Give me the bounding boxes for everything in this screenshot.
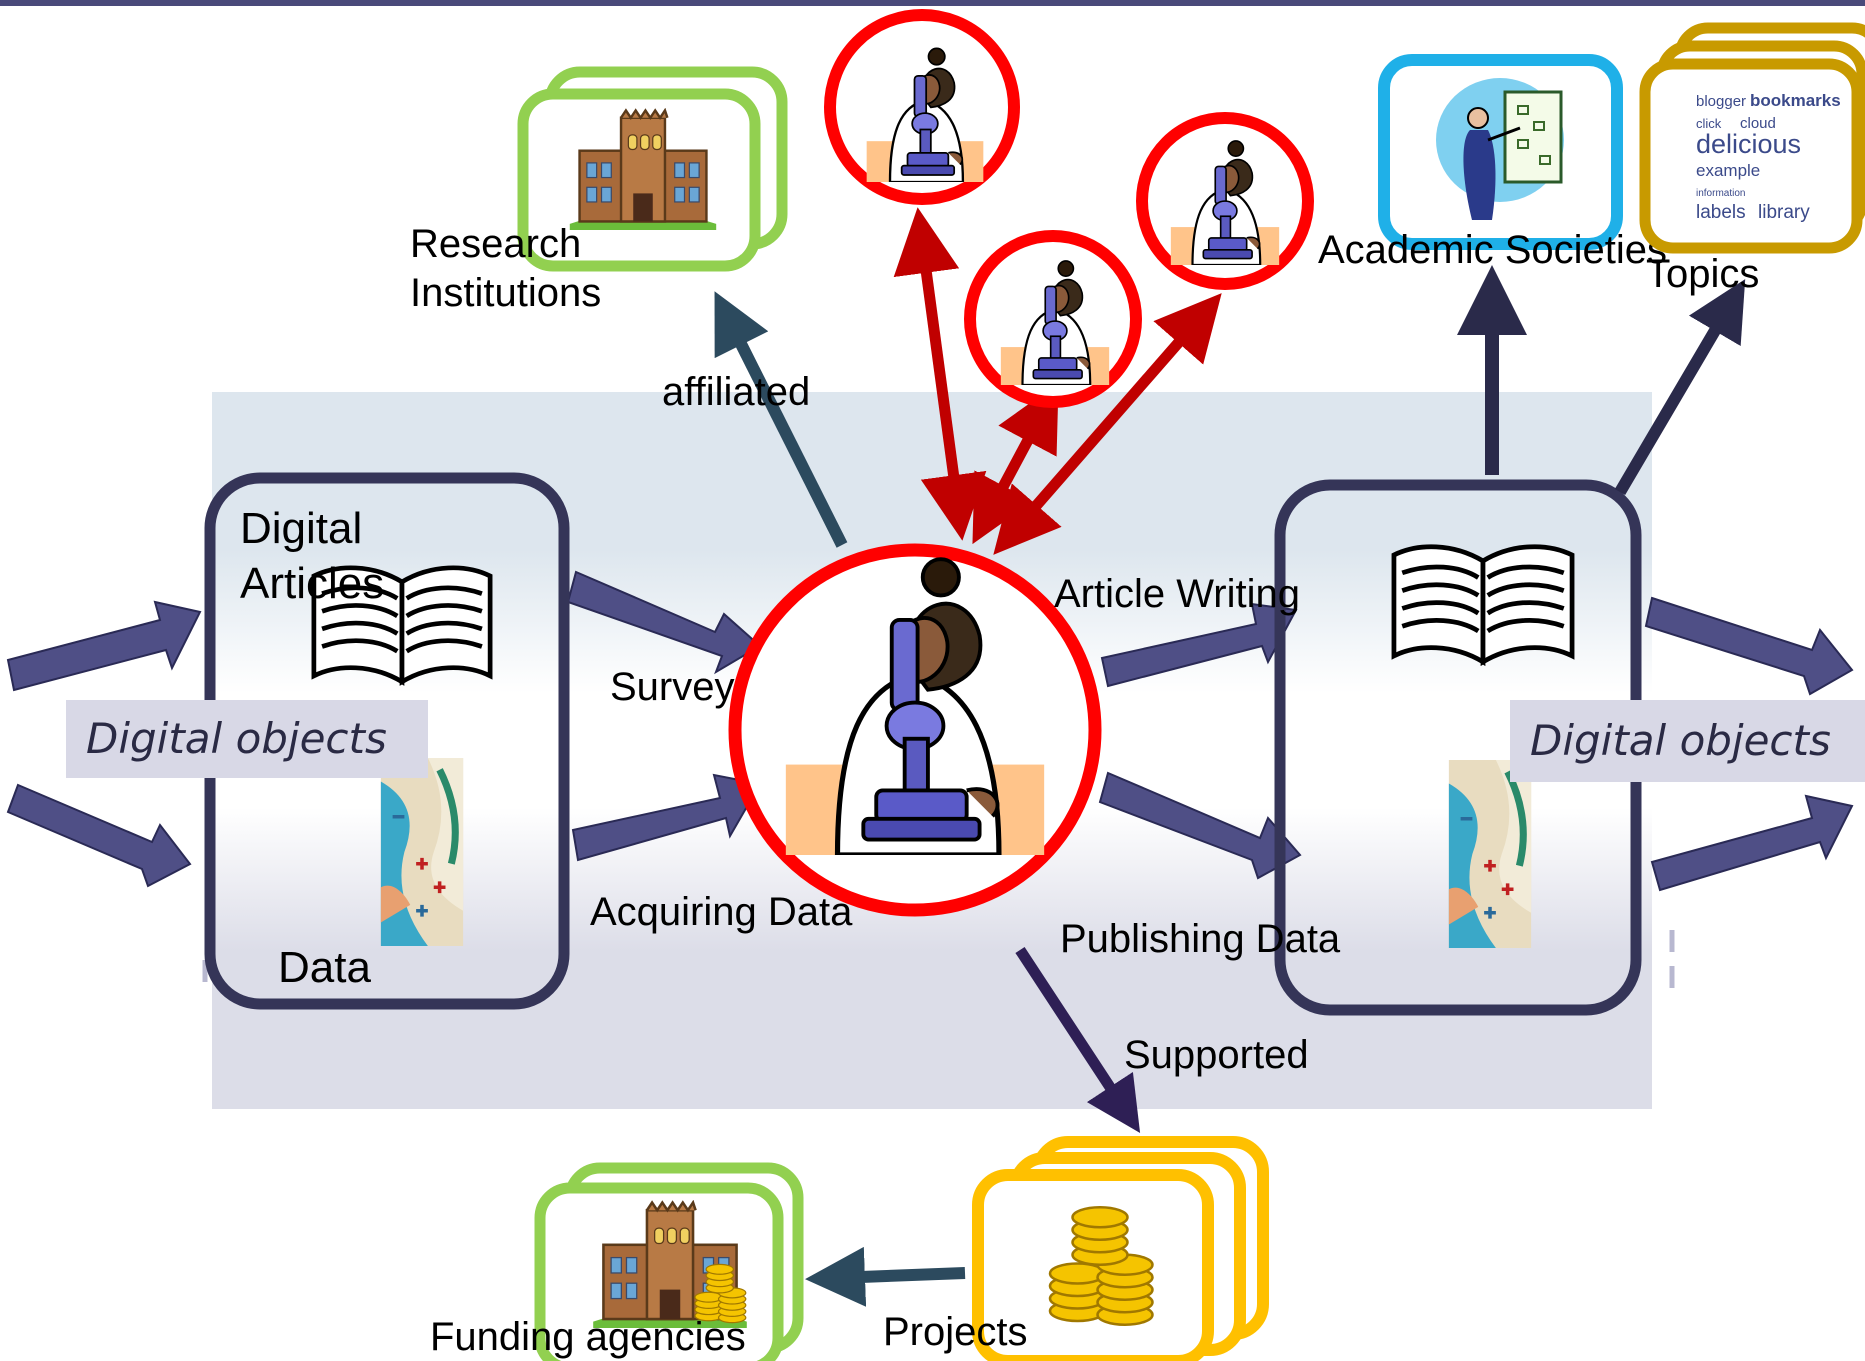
- data-map-icon: [381, 758, 463, 946]
- tag-delicious: delicious: [1696, 129, 1801, 159]
- digital-articles-label-1: Digital: [240, 504, 362, 553]
- projects-label: Projects: [883, 1310, 1028, 1354]
- affiliated-label: affiliated: [662, 370, 810, 414]
- object-arrow-out-bottom: [1650, 794, 1854, 892]
- object-arrow-out-top: [1644, 596, 1854, 696]
- book-icon-right: [1394, 547, 1572, 662]
- tag-example: example: [1696, 161, 1760, 180]
- incoming-object-arrows: [6, 570, 1854, 892]
- topics-arrow: [1614, 279, 1746, 496]
- tag-labels: labels: [1696, 202, 1746, 223]
- projects-funding-arrow: [805, 1246, 966, 1307]
- collab-arrow-3: [993, 293, 1222, 555]
- acquiring-data-label: Acquiring Data: [590, 890, 853, 934]
- tag-cloud: cloud: [1740, 115, 1776, 132]
- collaboration-arrows: [893, 207, 1222, 555]
- digital-objects-left-bg: [66, 700, 428, 778]
- supported-label: Supported: [1124, 1033, 1309, 1077]
- digital-objects-left-label: Digital objects: [86, 714, 387, 763]
- dashed-outline: [202, 930, 1675, 995]
- funding-agencies-label: Funding agencies: [430, 1315, 746, 1359]
- tag-click: click: [1696, 116, 1722, 131]
- digital-objects-right-label: Digital objects: [1530, 716, 1831, 765]
- topics-card-front: [1639, 58, 1863, 254]
- topics-label: Topics: [1646, 252, 1759, 296]
- publishing-data-label: Publishing Data: [1060, 917, 1341, 961]
- header-bar: [0, 0, 1865, 6]
- affiliated-arrow: [714, 291, 848, 548]
- object-arrow-survey: [566, 570, 762, 675]
- tag-blogger: blogger: [1696, 93, 1746, 110]
- research-institutions-label-1: Research: [410, 222, 581, 266]
- digital-objects-right-bg: [1510, 700, 1865, 782]
- academic-societies-label: Academic Societies: [1318, 228, 1667, 272]
- presenter-icon: [1436, 78, 1564, 220]
- collab-arrow-1: [893, 207, 987, 541]
- object-arrow-in-top: [6, 600, 202, 692]
- survey-label: Survey: [610, 665, 735, 709]
- data-map-icon-right: [1449, 760, 1531, 948]
- data-label-left: Data: [278, 943, 371, 992]
- supported-arrow: [1015, 946, 1141, 1133]
- object-arrow-acquire: [571, 773, 762, 862]
- tag-cloud-icon: blogger bookmarks click cloud delicious …: [1696, 91, 1841, 223]
- digital-articles-label-2: Articles: [240, 559, 384, 608]
- tag-information: information: [1696, 188, 1745, 199]
- tag-library: library: [1758, 202, 1810, 223]
- article-writing-label: Article Writing: [1054, 572, 1300, 616]
- research-institutions-label-2: Institutions: [410, 271, 601, 315]
- object-arrow-in-bottom: [6, 783, 192, 888]
- tag-bookmarks: bookmarks: [1750, 91, 1841, 110]
